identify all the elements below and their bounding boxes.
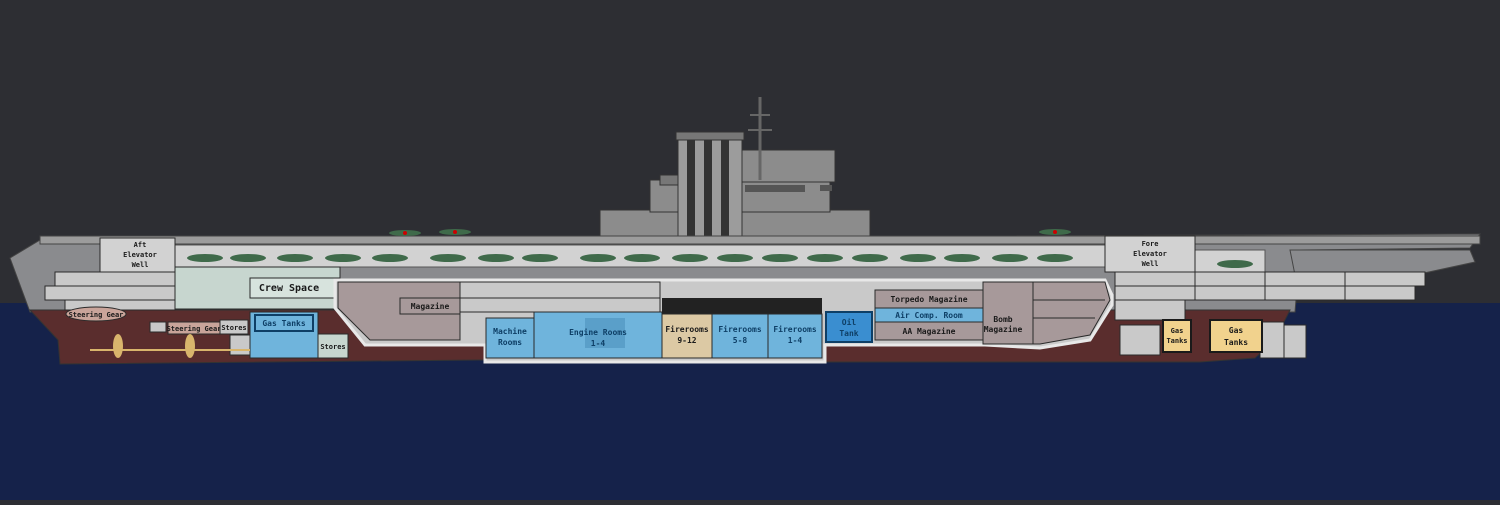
gas-tanks-fore-small-label-2: Tanks [1166, 337, 1187, 345]
aft-elevator-well [99, 237, 176, 273]
gas-tanks-fore-large-label-2: Tanks [1224, 338, 1248, 347]
magazine-aft [337, 281, 461, 341]
steering-gear-aft-label: Steering Gear [69, 311, 124, 319]
flight-deck-aircraft [389, 229, 1071, 236]
oil-tank-label-1: Oil [842, 317, 857, 327]
crew-space-label: Crew Space [259, 283, 319, 294]
air-comp-room-label: Air Comp. Room [895, 310, 963, 320]
firerooms-9-12-label-1: Firerooms [665, 324, 709, 334]
oil-tank [825, 311, 873, 343]
stores-mid [317, 333, 349, 359]
steering-gear-fwd-label: Steering Gear [167, 325, 222, 333]
engine-rooms-label-2: 1-4 [591, 339, 606, 348]
aft-compartments [44, 271, 251, 356]
oil-tank-label-2: Tank [839, 329, 858, 338]
gas-tanks-fore-large [1209, 319, 1263, 353]
machine-rooms-label-1: Machine [493, 326, 527, 336]
machine-rooms [485, 317, 535, 359]
propellers [90, 334, 250, 358]
uptake-trunks [662, 298, 822, 314]
stores-mid-label: Stores [320, 343, 345, 351]
fore-elevator-well [1104, 235, 1196, 273]
bomb-magazine-label-1: Bomb [993, 315, 1012, 324]
gas-tanks-fore-small [1162, 319, 1192, 353]
fore-compartments [1114, 271, 1426, 359]
bomb-magazine-label-2: Magazine [984, 324, 1023, 334]
gas-tanks-aft [254, 314, 314, 332]
hangar-aircraft [187, 254, 1253, 268]
flight-deck [39, 235, 1481, 245]
gas-tanks-fore-small-label-1: Gas [1171, 327, 1184, 335]
magazine-label: Magazine [411, 301, 450, 311]
firerooms-1-4-label-2: 1-4 [788, 336, 803, 345]
island-superstructure [599, 97, 871, 241]
engine-rooms-label-1: Engine Rooms [569, 327, 627, 337]
aft-elevator-label-3: Well [132, 261, 149, 269]
firerooms-9-12-label-2: 9-12 [677, 336, 696, 345]
firerooms-9-12 [661, 313, 713, 359]
firerooms-1-4 [767, 313, 823, 359]
gas-tanks-fore-large-label-1: Gas [1229, 326, 1244, 335]
firerooms-1-4-label-1: Firerooms [773, 324, 817, 334]
fore-elevator-label-1: Fore [1142, 240, 1159, 248]
fore-elevator-label-3: Well [1142, 260, 1159, 268]
bomb-magazine [982, 281, 1111, 345]
aa-magazine-label: AA Magazine [903, 326, 956, 336]
aft-elevator-label-2: Elevator [123, 251, 157, 259]
stores-aft-label: Stores [221, 324, 246, 332]
machine-rooms-label-2: Rooms [498, 338, 522, 347]
firerooms-5-8-label-2: 5-8 [733, 336, 748, 345]
torpedo-magazine-label: Torpedo Magazine [890, 294, 967, 304]
stores-aft [219, 319, 249, 335]
firerooms-5-8-label-1: Firerooms [718, 324, 762, 334]
fore-elevator-label-2: Elevator [1133, 250, 1167, 258]
steering-gear-aft [65, 306, 127, 322]
gas-tanks-aft-label: Gas Tanks [262, 319, 306, 328]
aft-elevator-label-1: Aft [134, 241, 147, 249]
